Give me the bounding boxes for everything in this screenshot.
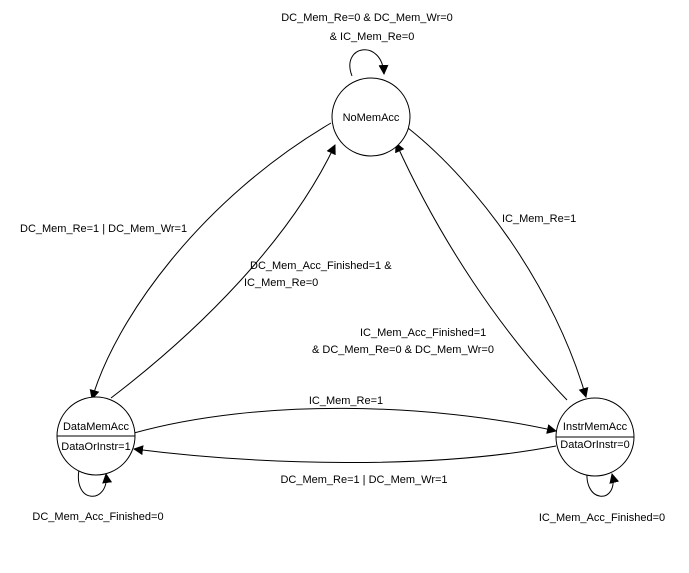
transition-nomem-self-arrow bbox=[349, 49, 389, 77]
transition-data-self-arrow bbox=[77, 464, 113, 497]
transition-nomem-to-instr-arrow bbox=[407, 127, 589, 398]
label-data-self: DC_Mem_Acc_Finished=0 bbox=[32, 511, 163, 523]
state-nomemacc-circle bbox=[331, 77, 411, 157]
label-data-to-instr: IC_Mem_Re=1 bbox=[309, 395, 383, 407]
state-datamemacc-name: DataMemAcc bbox=[63, 421, 130, 433]
label-instr-to-data: DC_Mem_Re=1 | DC_Mem_Wr=1 bbox=[280, 474, 447, 486]
state-instrmemacc: InstrMemAcc DataOrInstr=0 bbox=[555, 397, 635, 477]
label-data-to-nomem-line1: DC_Mem_Acc_Finished=1 & bbox=[250, 260, 392, 272]
label-nomem-self-line1: DC_Mem_Re=0 & DC_Mem_Wr=0 bbox=[281, 12, 453, 24]
label-nomem-self-line2: & IC_Mem_Re=0 bbox=[330, 31, 415, 43]
label-nomem-to-instr: IC_Mem_Re=1 bbox=[502, 213, 576, 225]
transition-instr-self-arrow bbox=[586, 464, 620, 497]
transition-instr-to-nomem-arrow bbox=[395, 142, 568, 401]
label-instr-to-nomem-line2: & DC_Mem_Re=0 & DC_Mem_Wr=0 bbox=[312, 344, 494, 356]
state-instrmemacc-output: DataOrInstr=0 bbox=[560, 439, 629, 451]
state-datamemacc: DataMemAcc DataOrInstr=1 bbox=[56, 396, 136, 476]
state-nomemacc: NoMemAcc bbox=[331, 77, 411, 157]
label-nomem-to-data: DC_Mem_Re=1 | DC_Mem_Wr=1 bbox=[20, 223, 187, 235]
state-nomemacc-name: NoMemAcc bbox=[343, 112, 400, 124]
transition-nomem-to-data-arrow bbox=[89, 122, 332, 400]
label-instr-self: IC_Mem_Acc_Finished=0 bbox=[539, 512, 665, 524]
state-datamemacc-output: DataOrInstr=1 bbox=[61, 441, 130, 453]
label-instr-to-nomem-line1: IC_Mem_Acc_Finished=1 bbox=[360, 327, 486, 339]
transition-data-to-nomem-arrow bbox=[110, 144, 336, 399]
state-instrmemacc-name: InstrMemAcc bbox=[563, 421, 628, 433]
transition-data-to-instr-arrow bbox=[133, 407, 557, 434]
label-data-to-nomem-line2: IC_Mem_Re=0 bbox=[244, 277, 318, 289]
transition-instr-to-data-arrow bbox=[133, 445, 557, 464]
